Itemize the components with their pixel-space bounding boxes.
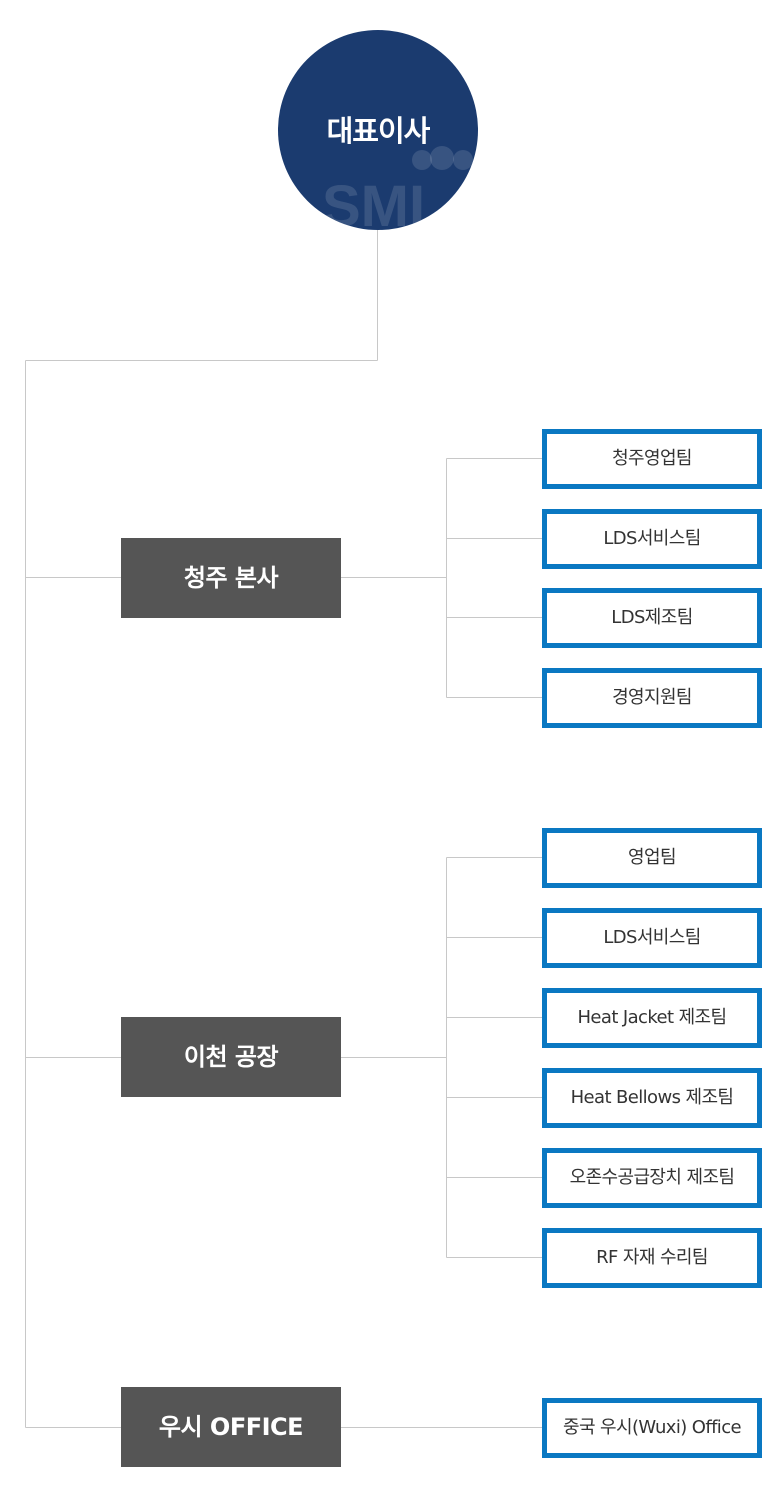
smi-logo-watermark: SMI (322, 146, 473, 230)
division-wuxi-office: 우시 OFFICE (121, 1387, 341, 1467)
ceo-node: SMI 대표이사 (278, 30, 478, 230)
smi-logo-text: SMI (322, 174, 425, 230)
team-box: 중국 우시(Wuxi) Office (542, 1398, 762, 1458)
division-icheon-factory: 이천 공장 (121, 1017, 341, 1097)
team-box: LDS서비스팀 (542, 908, 762, 968)
ceo-label: 대표이사 (326, 114, 431, 148)
division-cheongju-hq: 청주 본사 (121, 538, 341, 618)
team-box: 경영지원팀 (542, 668, 762, 728)
team-box: LDS제조팀 (542, 588, 762, 648)
team-box: 오존수공급장치 제조팀 (542, 1148, 762, 1208)
team-box: 영업팀 (542, 828, 762, 888)
team-box: 청주영업팀 (542, 429, 762, 489)
team-box: Heat Jacket 제조팀 (542, 988, 762, 1048)
team-box: LDS서비스팀 (542, 509, 762, 569)
team-box: Heat Bellows 제조팀 (542, 1068, 762, 1128)
team-box: RF 자재 수리팀 (542, 1228, 762, 1288)
